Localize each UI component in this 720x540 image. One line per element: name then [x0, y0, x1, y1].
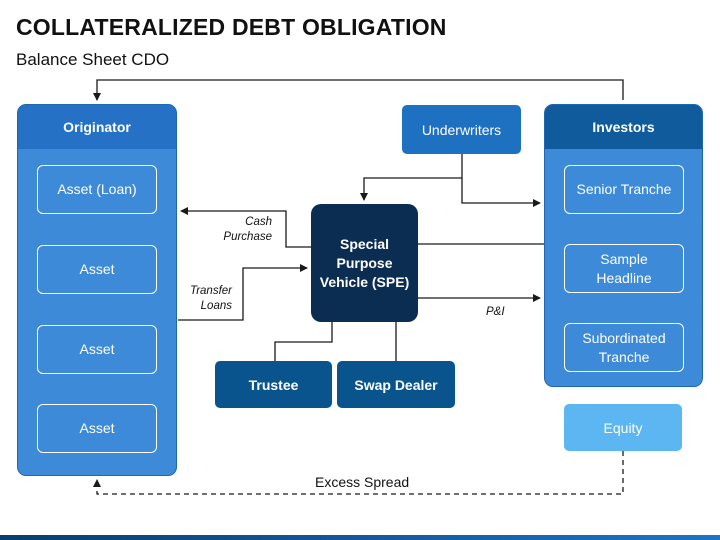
investors-header: Investors: [545, 105, 702, 149]
connector-transfer-loans: [178, 264, 308, 321]
asset-box-3: Asset: [37, 325, 157, 374]
spe-box: Special Purpose Vehicle (SPE): [311, 204, 418, 322]
bottom-accent-bar: [0, 535, 720, 540]
investors-panel: Investors Senior Tranche Sample Headline…: [544, 104, 703, 387]
page-title: COLLATERALIZED DEBT OBLIGATION: [16, 14, 447, 40]
asset-box-4: Asset: [37, 404, 157, 453]
connector-underwriters-to-investors: [461, 178, 541, 207]
transfer-loans-label: Transfer Loans: [190, 285, 232, 312]
originator-header: Originator: [18, 105, 176, 149]
connector-investors-to-originator: [93, 79, 624, 101]
subordinated-tranche-box: Subordinated Tranche: [564, 323, 684, 372]
originator-panel: Originator Asset (Loan) Asset Asset Asse…: [17, 104, 177, 476]
senior-tranche-box: Senior Tranche: [564, 165, 684, 214]
connector-excess-spread: [93, 451, 624, 495]
trustee-box: Trustee: [215, 361, 332, 408]
p-and-i-label: P&I: [486, 306, 505, 318]
connector-spe-to-trustee: [274, 322, 333, 361]
asset-loan-box: Asset (Loan): [37, 165, 157, 214]
swap-dealer-box: Swap Dealer: [337, 361, 455, 408]
connector-cash-purchase: [180, 207, 311, 248]
connector-underwriters-to-spe: [360, 154, 463, 201]
underwriters-box: Underwriters: [402, 105, 521, 154]
page-subtitle: Balance Sheet CDO: [16, 50, 170, 69]
sample-headline-box: Sample Headline: [564, 244, 684, 293]
cash-purchase-label: Cash Purchase: [223, 216, 272, 243]
equity-box: Equity: [564, 404, 682, 451]
asset-box-2: Asset: [37, 245, 157, 294]
excess-spread-label: Excess Spread: [315, 474, 410, 490]
